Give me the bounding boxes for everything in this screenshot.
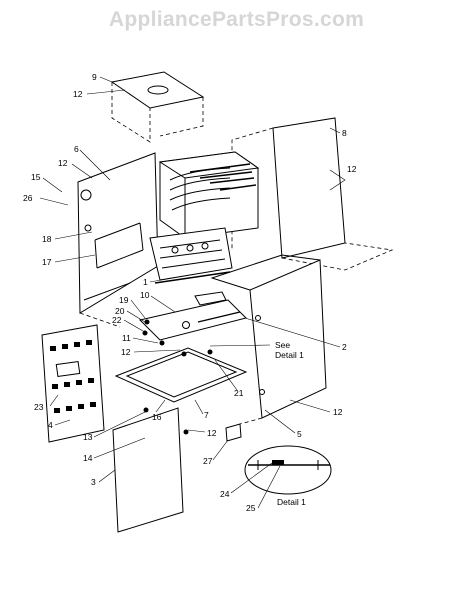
callout-12: 12 — [333, 407, 343, 417]
callout-10: 10 — [140, 290, 150, 300]
front-control-panel — [41, 324, 105, 443]
callout-26: 26 — [23, 193, 33, 203]
callout-4: 4 — [48, 420, 53, 430]
callout-15: 15 — [31, 172, 41, 182]
callout-13: 13 — [83, 432, 93, 442]
callout-22: 22 — [112, 315, 122, 325]
callout-11: 11 — [122, 333, 131, 343]
callout-8: 8 — [342, 128, 347, 138]
callout-12: 12 — [58, 158, 68, 168]
control-bracket — [139, 291, 247, 346]
callout-17: 17 — [42, 257, 52, 267]
callout-18: 18 — [42, 234, 52, 244]
callout-7: 7 — [204, 410, 209, 420]
left-side-panel — [77, 152, 159, 328]
detail-1-label: Detail 1 — [277, 497, 306, 507]
callout-16: 16 — [152, 412, 162, 422]
callout-6: 6 — [74, 144, 79, 154]
callout-20: 20 — [115, 306, 125, 316]
callout-12: 12 — [207, 428, 217, 438]
callout-3: 3 — [91, 477, 96, 487]
top-plate — [110, 71, 205, 143]
callout-9: 9 — [92, 72, 97, 82]
burner-box — [149, 227, 233, 284]
see-detail-text-line1: See — [275, 340, 290, 350]
callout-14: 14 — [83, 453, 93, 463]
callout-24: 24 — [220, 489, 230, 499]
callout-23: 23 — [34, 402, 44, 412]
leader-lines — [39, 76, 346, 509]
callout-19: 19 — [119, 295, 129, 305]
door-panel — [112, 407, 189, 533]
callout-27: 27 — [203, 456, 213, 466]
callout-2: 2 — [342, 342, 347, 352]
callout-25: 25 — [246, 503, 256, 513]
heat-exchanger-assembly — [158, 151, 260, 239]
callout-12: 12 — [121, 347, 131, 357]
callout-21: 21 — [234, 388, 244, 398]
see-detail-text-line2: Detail 1 — [275, 350, 304, 360]
detail-1-inset — [244, 445, 332, 495]
bottom-frame — [114, 347, 248, 403]
callout-5: 5 — [297, 429, 302, 439]
callout-labels: 9 12 8 6 12 15 26 12 18 17 1 10 19 20 22… — [23, 72, 357, 513]
right-side-cabinet — [210, 254, 327, 431]
small-bracket — [225, 423, 242, 442]
back-panel — [231, 117, 394, 271]
watermark: AppliancePartsPros.com — [108, 8, 365, 31]
callout-12: 12 — [347, 164, 357, 174]
callout-12: 12 — [73, 89, 83, 99]
callout-1: 1 — [143, 277, 148, 287]
